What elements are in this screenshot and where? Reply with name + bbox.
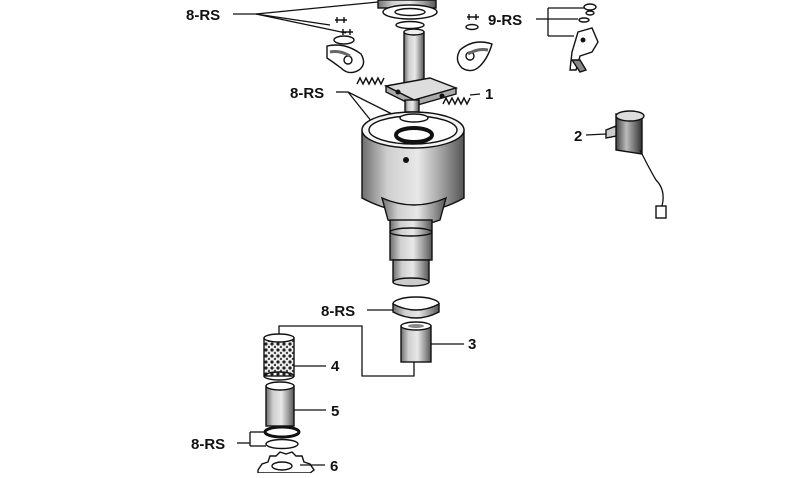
gear-part-6 bbox=[257, 451, 315, 474]
bushing-part-3 bbox=[400, 321, 432, 363]
clip-pins bbox=[333, 14, 479, 45]
cam-shaft bbox=[383, 28, 459, 113]
top-washer-stack bbox=[377, 0, 438, 30]
assembly-bracket bbox=[278, 325, 415, 377]
callout-rs-mid: 8-RS bbox=[290, 85, 397, 123]
filter-part-4 bbox=[263, 333, 295, 381]
callout-label-1: 1 bbox=[485, 86, 493, 103]
callout-part-5: 5 bbox=[294, 403, 339, 420]
callout-label-5: 5 bbox=[331, 403, 339, 420]
spring-right bbox=[442, 96, 471, 106]
callout-label-rs-bottom: 8-RS bbox=[191, 436, 225, 453]
callout-rs-top: 8-RS bbox=[186, 1, 379, 34]
callout-label-rs-nine: 9-RS bbox=[488, 12, 522, 29]
condenser bbox=[605, 110, 667, 219]
bottom-washers bbox=[263, 425, 301, 450]
sleeve-part-5 bbox=[265, 381, 295, 427]
callout-part-3: 3 bbox=[431, 336, 476, 353]
contact-breaker bbox=[569, 3, 599, 73]
callout-label-6: 6 bbox=[330, 458, 338, 473]
callout-label-3: 3 bbox=[468, 336, 476, 353]
callout-part-4: 4 bbox=[294, 358, 340, 375]
callout-part-1: 1 bbox=[469, 86, 493, 103]
callout-label-2: 2 bbox=[574, 128, 582, 145]
callout-label-4: 4 bbox=[331, 358, 340, 375]
spring-left bbox=[356, 76, 385, 86]
callout-label-rs-top: 8-RS bbox=[186, 7, 220, 24]
callout-rs-nine: 9-RS bbox=[488, 7, 585, 37]
callout-part-6: 6 bbox=[300, 458, 338, 475]
lower-ring bbox=[392, 296, 440, 319]
weight-left bbox=[326, 44, 365, 74]
callout-part-2: 2 bbox=[574, 128, 607, 145]
distributor-housing bbox=[361, 111, 465, 287]
callout-label-rs-mid: 8-RS bbox=[290, 85, 324, 102]
callout-rs-bottom: 8-RS bbox=[191, 431, 266, 453]
weight-right bbox=[456, 41, 493, 72]
callout-rs-lower: 8-RS bbox=[321, 303, 394, 320]
callout-label-rs-lower: 8-RS bbox=[321, 303, 355, 320]
